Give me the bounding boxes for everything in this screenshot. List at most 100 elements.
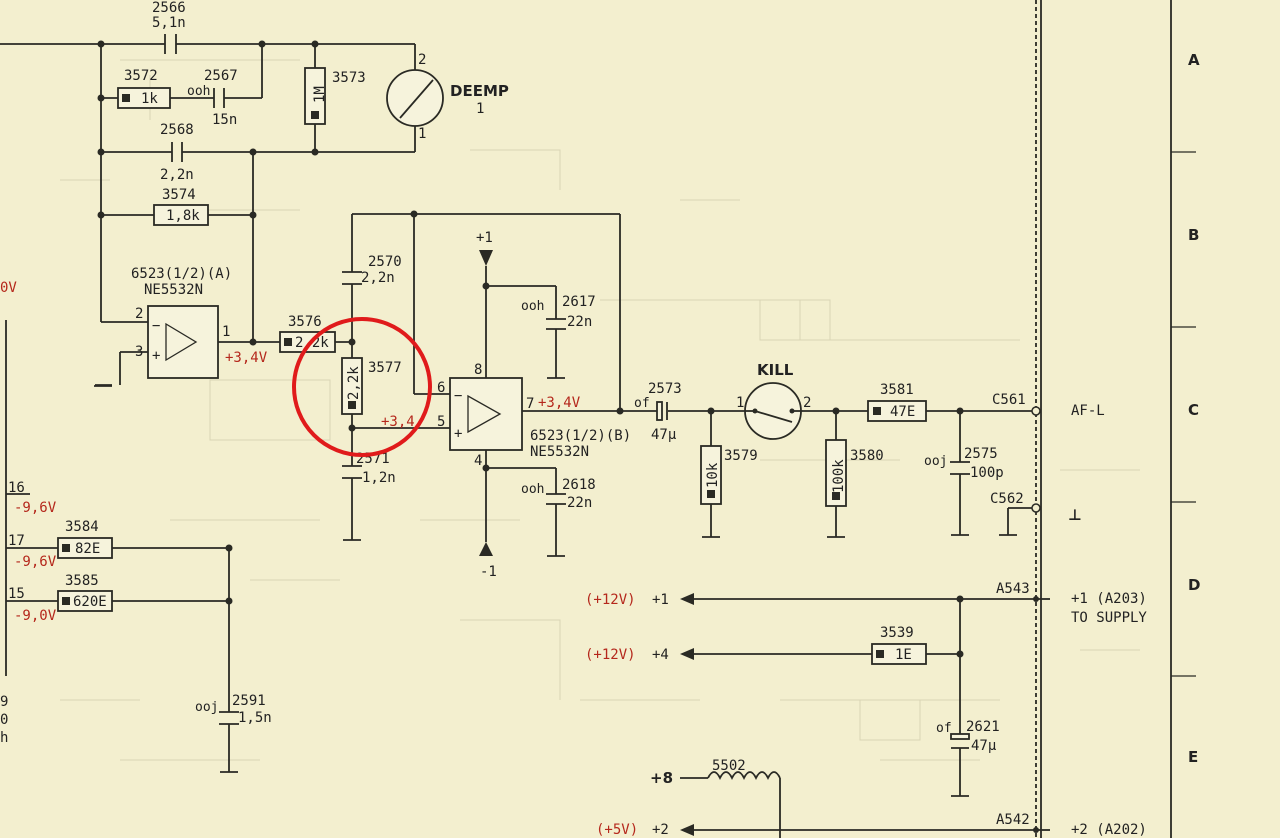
capacitor-2591: 2591 1,5n ooj [195, 693, 272, 726]
c2591-ref: 2591 [232, 693, 266, 709]
c2567-mark: ooh [187, 84, 210, 99]
capacitor-2621: 2621 47µ of [936, 719, 1000, 754]
c2571-value: 1,2n [362, 470, 396, 486]
resistor-3574: 1,8k 3574 [153, 187, 209, 226]
u6523a-out-voltage: +3,4V [225, 350, 268, 366]
sheet-border [1035, 0, 1196, 838]
c2575-value: 100p [970, 465, 1004, 481]
kill-pin-right: 2 [803, 395, 811, 411]
supply-plus-1: +1 [476, 230, 493, 266]
supply-minus-label: -1 [480, 564, 497, 580]
to-supply-2: TO SUPPLY [1071, 610, 1147, 626]
a543-label: A543 [996, 581, 1030, 597]
c2591-mark: ooj [195, 700, 218, 715]
net-16: 16 [8, 480, 25, 496]
capacitor-2618: 2618 22n ooh [521, 477, 596, 511]
wires-top-network [0, 43, 416, 386]
c2618-mark: ooh [521, 482, 544, 497]
grounds-output [702, 534, 1017, 538]
a542-label: A542 [996, 812, 1030, 828]
c2617-value: 22n [567, 314, 592, 330]
c2567-value: 15n [212, 112, 237, 128]
r3584-ref: 3584 [65, 519, 99, 535]
background-ghost-traces [60, 59, 1140, 761]
supply-plus-label: +1 [476, 230, 493, 246]
c2618-ref: 2618 [562, 477, 596, 493]
u6523a-pin-inv: 2 [135, 306, 143, 322]
r3577-value: 2,2k [346, 366, 362, 400]
grid-row-b: B [1188, 226, 1199, 244]
kill-name: KILL [757, 361, 794, 379]
u6523b-out-voltage: +3,4V [538, 395, 581, 411]
r3572-value: 1k [141, 91, 158, 107]
u6523b-pin-noninv: 5 [437, 414, 445, 430]
resistor-3580: 100k 3580 [825, 439, 884, 507]
highlight-circle [292, 317, 432, 457]
c2621-ref: 2621 [966, 719, 1000, 735]
grounds-middle [343, 377, 565, 557]
c2566-ref: 2566 [152, 0, 186, 16]
r3579-value: 10k [705, 462, 721, 488]
r3585-ref: 3585 [65, 573, 99, 589]
c2591-value: 1,5n [238, 710, 272, 726]
grid-row-a: A [1188, 51, 1200, 69]
junction-dots [97, 40, 964, 658]
capacitor-2617: 2617 22n ooh [521, 294, 596, 330]
resistor-3579: 10k 3579 [700, 445, 758, 505]
resistor-3576: 2,2k 3576 [279, 314, 336, 353]
c2618-value: 22n [567, 495, 592, 511]
r3585-value: 620E [73, 594, 107, 610]
c2573-value: 47µ [651, 427, 677, 443]
c2573-mark: of [634, 396, 650, 411]
c562-label: C562 [990, 491, 1024, 507]
rail2-voltage: (+5V) [596, 822, 638, 838]
u6523b-pin-vminus: 4 [474, 453, 482, 469]
kill-pin-left: 1 [736, 395, 744, 411]
r3581-value: 47E [890, 404, 915, 420]
c2617-ref: 2617 [562, 294, 596, 310]
c2621-value: 47µ [971, 738, 997, 754]
c2573-ref: 2573 [648, 381, 682, 397]
left-label-9: 9 [0, 694, 8, 710]
u6523a-type: NE5532N [144, 282, 203, 298]
u6523b-minus: − [454, 388, 462, 404]
r3539-ref: 3539 [880, 625, 914, 641]
connector-c561: C561 AF-L [992, 392, 1105, 419]
net-15: 15 [8, 586, 25, 602]
rail4-net: +4 [652, 647, 669, 663]
c2575-ref: 2575 [964, 446, 998, 462]
r3576-ref: 3576 [288, 314, 322, 330]
rail8-net: +8 [650, 769, 673, 787]
net-17-voltage: -9,6V [14, 554, 57, 570]
r3574-ref: 3574 [162, 187, 196, 203]
r3579-ref: 3579 [724, 448, 758, 464]
capacitor-2570: 2570 2,2n [342, 254, 402, 286]
ground-symbol: ⊥ [1068, 506, 1082, 524]
opamp-6523b: − + 6 5 7 8 4 6523(1/2)(B) NE5532N +3,4 … [381, 362, 631, 469]
u6523b-pin-vplus: 8 [474, 362, 482, 378]
r3581-ref: 3581 [880, 382, 914, 398]
capacitor-2567: 2567 ooh 15n [187, 68, 238, 128]
u6523b-plus: + [454, 426, 462, 442]
c2566-value: 5,1n [152, 15, 186, 31]
u6523b-in-voltage: +3,4 [381, 414, 415, 430]
u6523b-pin-inv: 6 [437, 380, 445, 396]
u6523b-pin-out: 7 [526, 396, 534, 412]
capacitor-2573: 2573 of 47µ [634, 381, 682, 443]
wires-left-lower [5, 320, 230, 772]
net-17: 17 [8, 533, 25, 549]
deemp-pin-label: 1 [476, 101, 484, 117]
resistor-3577: 2,2k 3577 [341, 357, 402, 415]
c2568-value: 2,2n [160, 167, 194, 183]
c2570-ref: 2570 [368, 254, 402, 270]
supply-minus-1: -1 [479, 542, 497, 580]
u6523a-pin-noninv: 3 [135, 344, 143, 360]
capacitor-2566: 2566 5,1n [152, 0, 186, 54]
deemp-switch: 2 1 DEEMP 1 [386, 52, 509, 142]
grid-row-d: D [1188, 576, 1200, 594]
u6523b-type: NE5532N [530, 444, 589, 460]
rail1-voltage: (+12V) [585, 592, 636, 608]
resistor-3539: 1E 3539 [871, 625, 927, 665]
resistor-3585: 620E 3585 [57, 573, 113, 612]
resistor-3584: 82E 3584 [57, 519, 113, 559]
